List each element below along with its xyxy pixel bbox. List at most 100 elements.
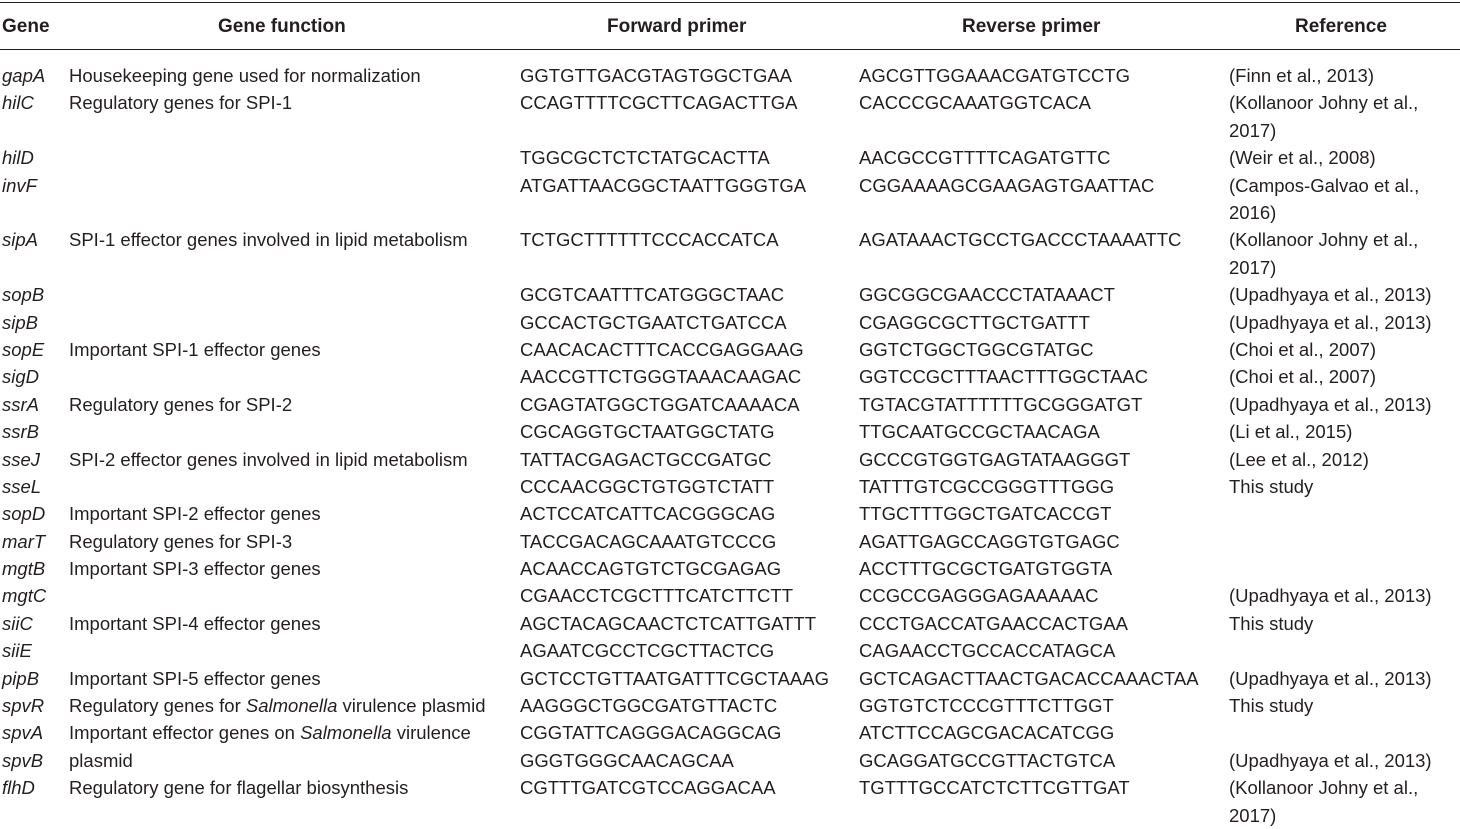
forward-primer: GGGTGGGCAACAGCAA bbox=[520, 749, 734, 771]
gene-name: sipB bbox=[2, 311, 38, 333]
gene-function-text: virulence bbox=[391, 722, 471, 744]
gene-function: Important SPI-4 effector genes bbox=[69, 612, 321, 634]
forward-primer: AAGGGCTGGCGATGTTACTC bbox=[520, 695, 778, 717]
forward-primer: GCCACTGCTGAATCTGATCCA bbox=[520, 311, 787, 333]
table-row: siiC Important SPI-4 effector genes AGCT… bbox=[0, 610, 1460, 637]
reverse-primer: AGATAAACTGCCTGACCCTAAAATTC bbox=[859, 229, 1182, 251]
table-row: sopB GCGTCAATTTCATGGGCTAAC GGCGGCGAACCCT… bbox=[0, 281, 1460, 308]
reference: (Kollanoor Johny et al., 2017) bbox=[1229, 92, 1419, 141]
table-row: invF ATGATTAACGGCTAATTGGGTGA CGGAAAAGCGA… bbox=[0, 172, 1460, 227]
gene-function: Important SPI-2 effector genes bbox=[69, 503, 321, 525]
forward-primer: CCCAACGGCTGTGGTCTATT bbox=[520, 475, 775, 497]
reference: (Choi et al., 2007) bbox=[1229, 366, 1377, 388]
table-row: spvR Regulatory genes for Salmonella vir… bbox=[0, 692, 1460, 719]
reference: (Lee et al., 2012) bbox=[1229, 448, 1369, 470]
forward-primer: ACTCCATCATTCACGGGCAG bbox=[520, 503, 776, 525]
header-gene-function: Gene function bbox=[218, 16, 346, 37]
table-row: ssrB CGCAGGTGCTAATGGCTATG TTGCAATGCCGCTA… bbox=[0, 418, 1460, 445]
reverse-primer: CGAGGCGCTTGCTGATTT bbox=[859, 311, 1090, 333]
reference: (Upadhyaya et al., 2013) bbox=[1229, 311, 1432, 333]
forward-primer: GGTGTTGACGTAGTGGCTGAA bbox=[520, 65, 793, 86]
table-top-rule bbox=[0, 2, 1460, 3]
reference: (Upadhyaya et al., 2013) bbox=[1229, 284, 1432, 306]
header-gene: Gene bbox=[2, 16, 50, 37]
gene-name: sseL bbox=[2, 475, 42, 497]
reverse-primer: AACGCCGTTTTCAGATGTTC bbox=[859, 147, 1111, 169]
gene-function-text: Important effector genes on bbox=[69, 722, 301, 744]
gene-name: pipB bbox=[2, 667, 40, 689]
reverse-primer: ACCTTTGCGCTGATGTGGTA bbox=[859, 558, 1113, 580]
header-reference: Reference bbox=[1295, 16, 1387, 37]
reference: (Finn et al., 2013) bbox=[1229, 65, 1374, 86]
gene-name: spvB bbox=[2, 749, 44, 771]
table-row: hilD TGGCGCTCTCTATGCACTTA AACGCCGTTTTCAG… bbox=[0, 144, 1460, 171]
reference: (Kollanoor Johny et al., 2017) bbox=[1229, 229, 1419, 278]
forward-primer: CGTTTGATCGTCCAGGACAA bbox=[520, 777, 776, 799]
gene-name: sseJ bbox=[2, 448, 41, 470]
header-rule bbox=[0, 49, 1460, 50]
table-row: marT Regulatory genes for SPI-3 TACCGACA… bbox=[0, 528, 1460, 555]
reverse-primer: GCCCGTGGTGAGTATAAGGGT bbox=[859, 448, 1131, 470]
gene-function: Important SPI-3 effector genes bbox=[69, 558, 321, 580]
reference: (Weir et al., 2008) bbox=[1229, 147, 1376, 169]
reverse-primer: CCCTGACCATGAACCACTGAA bbox=[859, 612, 1128, 634]
table-row: hilC Regulatory genes for SPI-1 CCAGTTTT… bbox=[0, 89, 1460, 144]
table-row: sseL CCCAACGGCTGTGGTCTATT TATTTGTCGCCGGG… bbox=[0, 473, 1460, 500]
gene-function: Regulatory genes for SPI-2 bbox=[69, 393, 293, 415]
table-row: spvA Important effector genes on Salmone… bbox=[0, 719, 1460, 746]
reference: (Kollanoor Johny et al., 2017) bbox=[1229, 777, 1419, 826]
reverse-primer: AGCGTTGGAAACGATGTCCTG bbox=[859, 65, 1130, 86]
reference: This study bbox=[1229, 695, 1314, 717]
gene-function: SPI-1 effector genes involved in lipid m… bbox=[69, 229, 468, 251]
table-row: mgtB Important SPI-3 effector genes ACAA… bbox=[0, 555, 1460, 582]
forward-primer: GCGTCAATTTCATGGGCTAAC bbox=[520, 284, 785, 306]
gene-name: mgtC bbox=[2, 585, 47, 607]
gene-name: siiC bbox=[2, 612, 33, 634]
reverse-primer: GCAGGATGCCGTTACTGTCA bbox=[859, 749, 1116, 771]
forward-primer: TGGCGCTCTCTATGCACTTA bbox=[520, 147, 770, 169]
reference: (Upadhyaya et al., 2013) bbox=[1229, 749, 1432, 771]
reverse-primer: TGTTTGCCATCTCTTCGTTGAT bbox=[859, 777, 1130, 799]
table-row: gapA Housekeeping gene used for normaliz… bbox=[0, 62, 1460, 89]
reference: (Campos-Galvao et al., 2016) bbox=[1229, 174, 1420, 223]
gene-name: sipA bbox=[2, 229, 38, 251]
forward-primer: CAACACACTTTCACCGAGGAAG bbox=[520, 338, 804, 360]
reverse-primer: GGTCTGGCTGGCGTATGC bbox=[859, 338, 1094, 360]
gene-name: marT bbox=[2, 530, 46, 552]
table-body: gapA Housekeeping gene used for normaliz… bbox=[0, 62, 1460, 829]
header-forward-primer: Forward primer bbox=[607, 16, 747, 37]
table-row: sopD Important SPI-2 effector genes ACTC… bbox=[0, 500, 1460, 527]
gene-name: invF bbox=[2, 174, 37, 196]
gene-function-text: Regulatory genes for bbox=[69, 695, 246, 717]
forward-primer: AGCTACAGCAACTCTCATTGATTT bbox=[520, 612, 816, 634]
reference: (Upadhyaya et al., 2013) bbox=[1229, 667, 1432, 689]
reference: (Upadhyaya et al., 2013) bbox=[1229, 393, 1432, 415]
forward-primer: AGAATCGCCTCGCTTACTCG bbox=[520, 640, 775, 662]
reference: (Upadhyaya et al., 2013) bbox=[1229, 585, 1432, 607]
gene-name: siiE bbox=[2, 640, 32, 662]
table-row: spvB plasmid GGGTGGGCAACAGCAA GCAGGATGCC… bbox=[0, 747, 1460, 774]
forward-primer: CGGTATTCAGGGACAGGCAG bbox=[520, 722, 782, 744]
forward-primer: TATTACGAGACTGCCGATGC bbox=[520, 448, 772, 470]
table-row: flhD Regulatory gene for flagellar biosy… bbox=[0, 774, 1460, 829]
gene-function: Regulatory gene for flagellar biosynthes… bbox=[69, 777, 409, 799]
gene-name: sopE bbox=[2, 338, 45, 360]
reverse-primer: GGCGGCGAACCCTATAAACT bbox=[859, 284, 1115, 306]
genus-name: Salmonella bbox=[300, 722, 392, 744]
table-row: sipA SPI-1 effector genes involved in li… bbox=[0, 226, 1460, 281]
gene-function: Important SPI-1 effector genes bbox=[69, 338, 321, 360]
gene-function: SPI-2 effector genes involved in lipid m… bbox=[69, 448, 468, 470]
forward-primer: CGAGTATGGCTGGATCAAAACA bbox=[520, 393, 800, 415]
forward-primer: GCTCCTGTTAATGATTTCGCTAAAG bbox=[520, 667, 829, 689]
gene-name: gapA bbox=[2, 65, 46, 86]
forward-primer: AACCGTTCTGGGTAAACAAGAC bbox=[520, 366, 802, 388]
gene-name: ssrA bbox=[2, 393, 39, 415]
header-reverse-primer: Reverse primer bbox=[962, 16, 1101, 37]
table-row: sigD AACCGTTCTGGGTAAACAAGAC GGTCCGCTTTAA… bbox=[0, 363, 1460, 390]
reverse-primer: CCGCCGAGGGAGAAAAAC bbox=[859, 585, 1099, 607]
reverse-primer: TTGCTTTGGCTGATCACCGT bbox=[859, 503, 1112, 525]
gene-function-text: virulence plasmid bbox=[337, 695, 486, 717]
reverse-primer: GGTCCGCTTTAACTTTGGCTAAC bbox=[859, 366, 1149, 388]
gene-name: hilD bbox=[2, 147, 34, 169]
forward-primer: CGCAGGTGCTAATGGCTATG bbox=[520, 421, 775, 443]
